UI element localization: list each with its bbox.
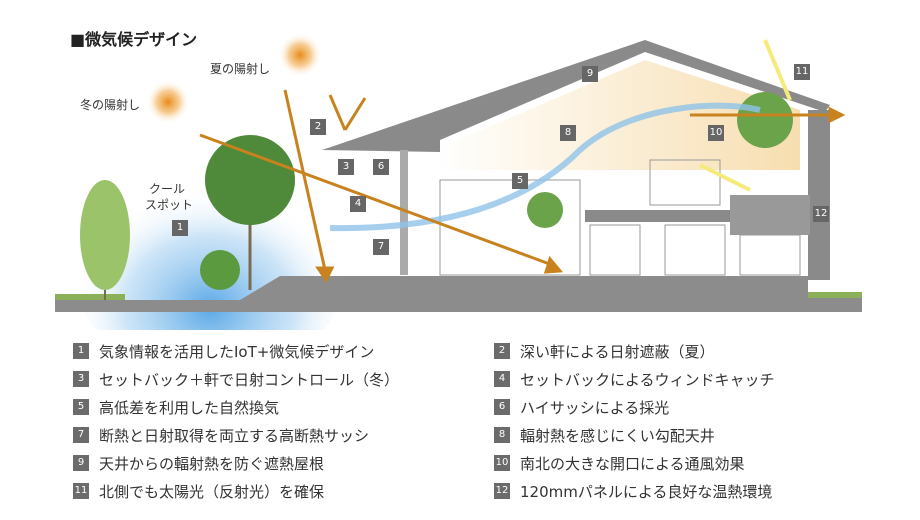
cool-spot-label-2: スポット [145,198,194,212]
legend-right: 2 深い軒による日射遮蔽（夏） 4 セットバックによるウィンドキャッチ 6 ハイサッシ… [494,341,775,501]
badge-1: 1 [172,220,188,236]
legend-text: 深い軒による日射遮蔽（夏） [520,342,715,361]
legend-item: 1 気象情報を活用したIoT+微気候デザイン [73,341,399,361]
winter-sun-label: 冬の陽射し [80,98,141,112]
badge-4: 4 [350,196,366,212]
balcony [730,195,810,235]
ground [55,276,862,312]
legend-number: 11 [73,483,89,499]
badge-8: 8 [560,125,576,141]
legend-number: 8 [494,427,510,443]
badge-7: 7 [373,239,389,255]
legend-text: 北側でも太陽光（反射光）を確保 [99,482,325,501]
cool-spot-label: クール [149,182,186,196]
ceiling-area [435,60,800,170]
house-section-illustration [55,33,862,330]
legend-item: 8 輻射熱を感じにくい勾配天井 [494,425,775,445]
legend-item: 7 断熱と日射取得を両立する高断熱サッシ [73,425,399,445]
legend-item: 3 セットバック＋軒で日射コントロール（冬） [73,369,399,389]
legend-number: 7 [73,427,89,443]
legend-text: セットバックによるウィンドキャッチ [520,370,775,389]
roof [322,40,830,152]
legend-item: 12 120mmパネルによる良好な温熱環境 [494,481,775,501]
house-wall [400,150,408,275]
legend-number: 4 [494,371,510,387]
badge-11: 11 [794,64,810,80]
wind-flow-arrow [329,102,761,232]
legend-text: 気象情報を活用したIoT+微気候デザイン [99,342,375,361]
badge-3: 3 [338,159,354,175]
legend-number: 10 [494,455,510,471]
summer-sun-label: 夏の陽射し [210,62,271,76]
grass-left [55,294,125,300]
legend-number: 3 [73,371,89,387]
legend-item: 5 高低差を利用した自然換気 [73,397,399,417]
badge-10: 10 [708,125,724,141]
trees [80,92,793,300]
legend-text: 南北の大きな開口による通風効果 [520,454,745,473]
winter-sun-icon [146,80,190,124]
legend-text: ハイサッシによる採光 [520,398,670,417]
legend-number: 9 [73,455,89,471]
summer-sun-icon [278,33,322,77]
badge-6: 6 [373,159,389,175]
sun-ray-arrows [199,89,846,283]
legend-number: 5 [73,399,89,415]
badge-2: 2 [310,119,326,135]
legend-item: 4 セットバックによるウィンドキャッチ [494,369,775,389]
legend-item: 11 北側でも太陽光（反射光）を確保 [73,481,399,501]
grass-right [808,292,862,298]
legend-item: 9 天井からの輻射熱を防ぐ遮熱屋根 [73,453,399,473]
north-wall [808,110,830,280]
legend-left: 1 気象情報を活用したIoT+微気候デザイン 3 セットバック＋軒で日射コントロール… [73,341,399,501]
legend-item: 2 深い軒による日射遮蔽（夏） [494,341,775,361]
legend-item: 6 ハイサッシによる採光 [494,397,775,417]
legend-text: 高低差を利用した自然換気 [99,398,280,417]
legend-text: セットバック＋軒で日射コントロール（冬） [99,370,400,389]
legend-number: 6 [494,399,510,415]
badge-9: 9 [582,66,598,82]
legend-text: 天井からの輻射熱を防ぐ遮熱屋根 [99,454,325,473]
legend-text: 断熱と日射取得を両立する高断熱サッシ [99,426,370,445]
page-title: ■微気候デザイン [70,30,198,49]
legend-item: 10 南北の大きな開口による通風効果 [494,453,775,473]
interior-lines [439,159,801,276]
badge-5: 5 [512,173,528,189]
legend-number: 2 [494,343,510,359]
reflected-light-arrows [699,39,792,192]
legend-text: 輻射熱を感じにくい勾配天井 [520,426,715,445]
legend-number: 12 [494,483,510,499]
legend-text: 120mmパネルによる良好な温熱環境 [520,482,773,501]
legend-number: 1 [73,343,89,359]
badge-12: 12 [813,206,829,222]
